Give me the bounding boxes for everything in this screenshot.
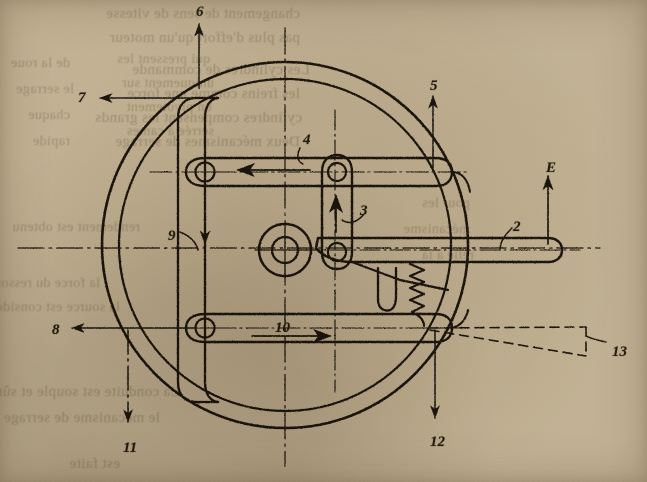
callout-label-13: 13 <box>612 344 627 360</box>
left-shoe-band-outer <box>176 96 198 404</box>
right-bracket-upper <box>450 170 472 194</box>
callout-label-6: 6 <box>196 4 204 20</box>
callout-label-4: 4 <box>303 132 311 148</box>
operating-lever-body <box>314 236 564 264</box>
callout-label-3: 3 <box>360 203 368 219</box>
vertical-link-pin-top <box>326 161 348 183</box>
return-spring-coil <box>408 262 426 314</box>
callout-label-9: 9 <box>168 228 176 244</box>
callout-label-8: 8 <box>52 322 60 338</box>
leader-4-curve <box>297 147 304 165</box>
leader-2-curve <box>499 227 513 251</box>
callout-label-E: E <box>546 160 557 176</box>
detent-pawl-hook <box>376 266 398 312</box>
lever-underside-edge <box>350 260 450 292</box>
leader-9-curve <box>179 231 199 251</box>
leader-3-curve <box>341 213 365 224</box>
left-shoe-band-inner <box>203 96 220 404</box>
dashed-wedge-diag <box>429 329 587 357</box>
callout-label-5: 5 <box>430 78 438 94</box>
callout-label-10: 10 <box>275 320 290 336</box>
callout-label-12: 12 <box>430 434 445 450</box>
callout-label-7: 7 <box>78 90 86 106</box>
upper-link-bar-eye-outer <box>184 156 207 188</box>
callout-label-11: 11 <box>123 440 138 456</box>
vertical-link-plate <box>320 153 354 271</box>
spring-anchor-lower <box>410 310 426 328</box>
leader-13-curve <box>585 335 607 343</box>
dashed-wedge-top <box>429 326 587 329</box>
callout-label-2: 2 <box>513 219 521 235</box>
